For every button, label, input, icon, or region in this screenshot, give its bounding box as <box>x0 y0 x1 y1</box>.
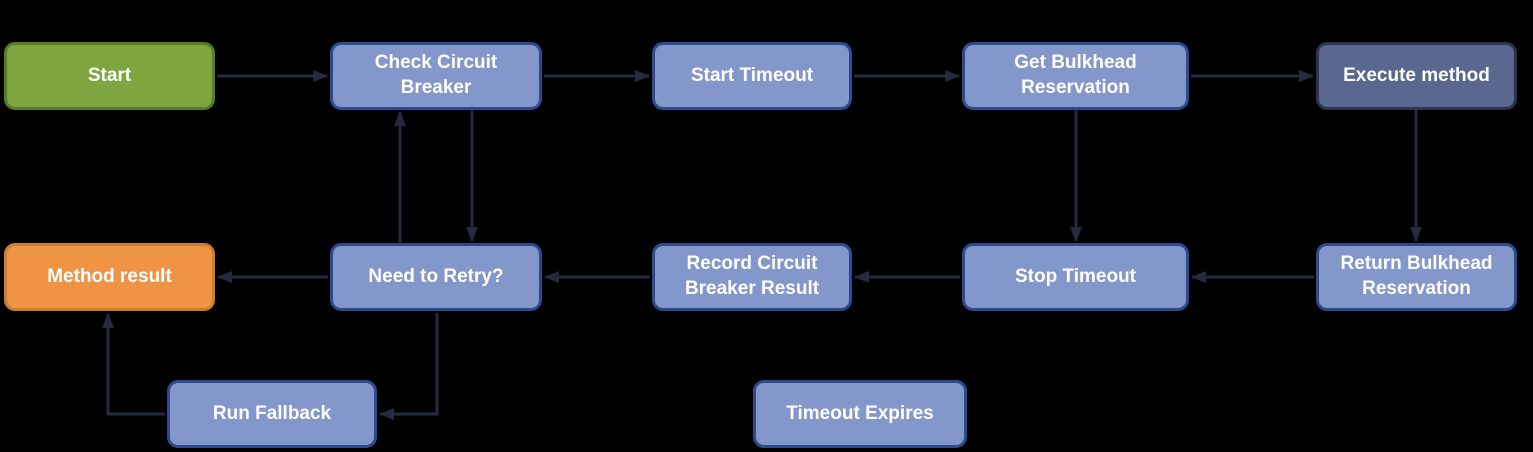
node-method-result: Method result <box>4 243 215 311</box>
node-label-start-timeout: Start Timeout <box>690 64 814 86</box>
node-label-timeout-expires: Timeout Expires <box>786 402 934 424</box>
node-label-stop-timeout: Stop Timeout <box>1014 265 1137 287</box>
node-start: Start <box>4 42 215 110</box>
node-label-get-bulkhead-reservation: Get Bulkhead Reservation <box>1014 52 1137 98</box>
edge-need-to-retry-to-run-fallback <box>379 313 439 420</box>
edge-run-fallback-to-method-result <box>102 313 165 416</box>
node-label-run-fallback: Run Fallback <box>212 402 332 424</box>
node-execute-method: Execute method <box>1316 42 1517 110</box>
node-label-start: Start <box>87 64 132 86</box>
node-timeout-expires: Timeout Expires <box>753 380 967 448</box>
node-label-execute-method: Execute method <box>1343 64 1490 86</box>
node-start-timeout: Start Timeout <box>652 42 852 110</box>
node-label-need-to-retry: Need to Retry? <box>368 265 504 287</box>
node-label-method-result: Method result <box>47 265 172 287</box>
node-run-fallback: Run Fallback <box>167 380 377 448</box>
node-label-record-circuit-breaker-result: Record Circuit Breaker Result <box>684 253 820 299</box>
node-need-to-retry: Need to Retry? <box>330 243 542 311</box>
node-label-return-bulkhead-reservation: Return Bulkhead Reservation <box>1340 253 1493 299</box>
node-label-check-circuit-breaker: Check Circuit Breaker <box>374 52 498 98</box>
node-check-circuit-breaker: Check Circuit Breaker <box>330 42 542 110</box>
node-return-bulkhead-reservation: Return Bulkhead Reservation <box>1316 243 1517 311</box>
node-record-circuit-breaker-result: Record Circuit Breaker Result <box>652 243 852 311</box>
node-get-bulkhead-reservation: Get Bulkhead Reservation <box>962 42 1189 110</box>
node-stop-timeout: Stop Timeout <box>962 243 1189 311</box>
